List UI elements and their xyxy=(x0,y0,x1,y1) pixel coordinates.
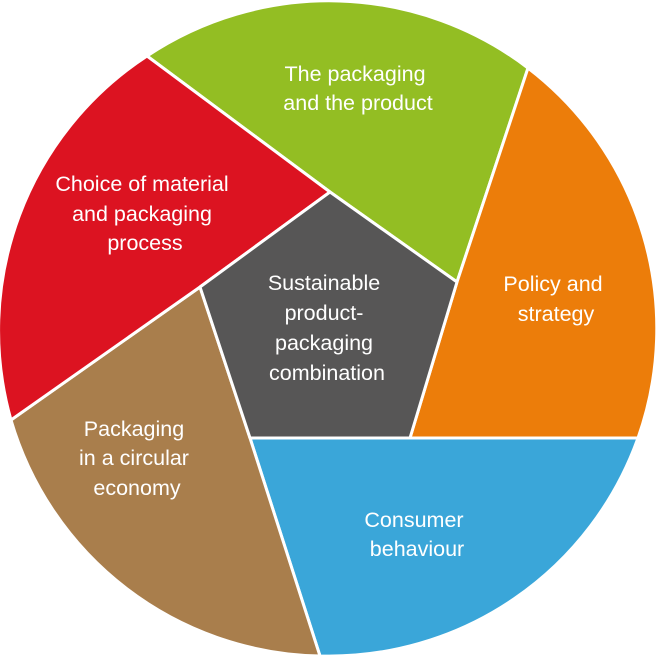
label-line: Policy and xyxy=(503,272,602,296)
label-line: strategy xyxy=(518,302,595,326)
segment-packaging-product xyxy=(145,0,530,284)
label-packaging-product: The packaging and the product xyxy=(283,62,432,115)
label-line: Sustainable xyxy=(268,271,380,295)
label-line: and the product xyxy=(283,91,432,115)
label-line: Consumer xyxy=(364,508,463,532)
segment-material-process xyxy=(0,54,332,422)
label-line: product- xyxy=(285,301,364,325)
label-policy-strategy: Policy and strategy xyxy=(503,272,608,326)
segment-circular-economy xyxy=(9,285,322,658)
label-line: and packaging xyxy=(72,202,212,226)
label-line: Packaging xyxy=(84,417,184,441)
label-center: Sustainable product- packaging combinati… xyxy=(268,271,386,385)
label-line: economy xyxy=(93,476,180,500)
label-circular-economy: Packaging in a circular economy xyxy=(79,417,195,500)
segment-policy-strategy xyxy=(408,66,658,440)
label-line: process xyxy=(107,231,182,255)
label-line: combination xyxy=(269,361,385,385)
label-consumer-behaviour: Consumer behaviour xyxy=(364,508,469,561)
segment-consumer-behaviour xyxy=(248,436,640,658)
label-line: packaging xyxy=(275,331,373,355)
label-line: in a circular xyxy=(79,446,189,470)
label-line: behaviour xyxy=(370,537,464,561)
label-line: The packaging xyxy=(284,62,425,86)
center-pentagon xyxy=(198,190,459,440)
label-material-process: Choice of material and packaging process xyxy=(55,172,234,255)
label-line: Choice of material xyxy=(55,172,228,196)
